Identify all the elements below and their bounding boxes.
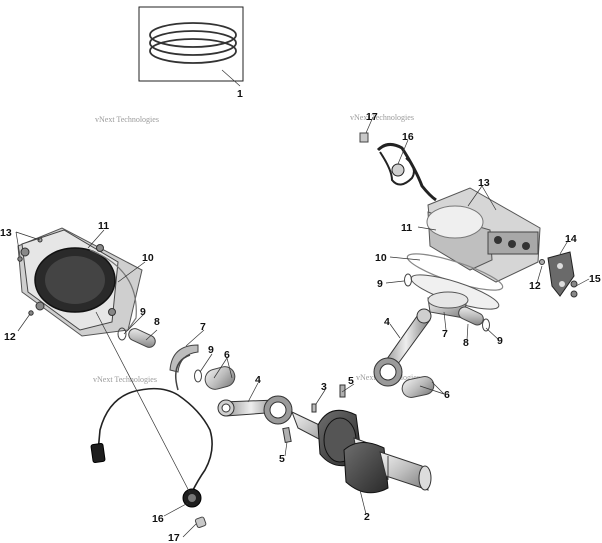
callout-9-c: 9 bbox=[377, 278, 383, 290]
circlip-right-a bbox=[404, 273, 412, 287]
callout-8-front: 8 bbox=[154, 316, 160, 328]
callout-8-rear: 8 bbox=[463, 337, 469, 349]
callout-5-front: 5 bbox=[279, 453, 285, 465]
callout-7-rear: 7 bbox=[442, 328, 448, 340]
callout-6-front: 6 bbox=[224, 349, 230, 361]
callout-labels: 1 2 3 4 4 5 5 6 6 7 7 8 8 9 9 9 9 10 10 … bbox=[0, 88, 601, 543]
callout-9-a: 9 bbox=[140, 306, 146, 318]
sensor-wire bbox=[90, 387, 213, 529]
callout-3: 3 bbox=[321, 381, 327, 393]
circlip-right-b bbox=[482, 318, 490, 332]
callout-14: 14 bbox=[565, 233, 577, 245]
callout-7-front: 7 bbox=[200, 321, 206, 333]
bolt-15-b bbox=[570, 290, 578, 298]
callout-17-bottom: 17 bbox=[168, 532, 180, 543]
watermark-top-left: vNext Technologies bbox=[95, 115, 159, 124]
callout-12-right: 12 bbox=[529, 280, 541, 292]
leader-lines bbox=[15, 69, 590, 538]
callout-1: 1 bbox=[237, 88, 243, 100]
timing-chain-guide bbox=[359, 132, 437, 202]
crankshaft bbox=[291, 409, 432, 494]
callout-13-left: 13 bbox=[0, 227, 12, 239]
callout-10-rear: 10 bbox=[375, 252, 387, 264]
watermark-bottom-left: vNext Technologies bbox=[93, 375, 157, 384]
wrist-pin-left bbox=[128, 328, 156, 348]
callout-13-right: 13 bbox=[478, 177, 490, 189]
callout-4-rear: 4 bbox=[384, 316, 390, 328]
piston-ring-set bbox=[138, 6, 244, 82]
callout-2: 2 bbox=[364, 511, 370, 523]
bolt-15-a bbox=[570, 280, 578, 288]
callout-10-front: 10 bbox=[142, 252, 154, 264]
callout-4-front: 4 bbox=[255, 374, 261, 386]
callout-11-front: 11 bbox=[98, 220, 109, 232]
cylinder-rear bbox=[426, 187, 541, 283]
connecting-rod-rear bbox=[373, 308, 432, 387]
cylinder-front bbox=[17, 227, 143, 337]
bushing-left bbox=[204, 366, 236, 390]
callout-9-d: 9 bbox=[497, 335, 503, 347]
watermark-top-right: vNext Technologies bbox=[350, 113, 414, 122]
rod-bolts bbox=[282, 384, 346, 443]
dowel-pin-left-top bbox=[17, 256, 23, 262]
callout-6-rear: 6 bbox=[444, 389, 450, 401]
bracket-14 bbox=[547, 251, 575, 297]
callout-5-rear: 5 bbox=[348, 375, 354, 387]
callout-16-top: 16 bbox=[402, 131, 414, 143]
callout-17-top: 17 bbox=[366, 111, 378, 123]
connecting-rod-front bbox=[217, 395, 293, 425]
callout-9-b: 9 bbox=[208, 344, 214, 356]
circlip-left-a bbox=[117, 327, 127, 341]
callout-11-rear: 11 bbox=[401, 222, 412, 234]
circlip-left-b bbox=[194, 369, 202, 383]
dowel-3 bbox=[311, 403, 317, 413]
callout-12-left: 12 bbox=[4, 331, 16, 343]
callout-16-bottom: 16 bbox=[152, 513, 164, 525]
bolt-12-right bbox=[539, 259, 545, 265]
callout-15: 15 bbox=[589, 273, 601, 285]
